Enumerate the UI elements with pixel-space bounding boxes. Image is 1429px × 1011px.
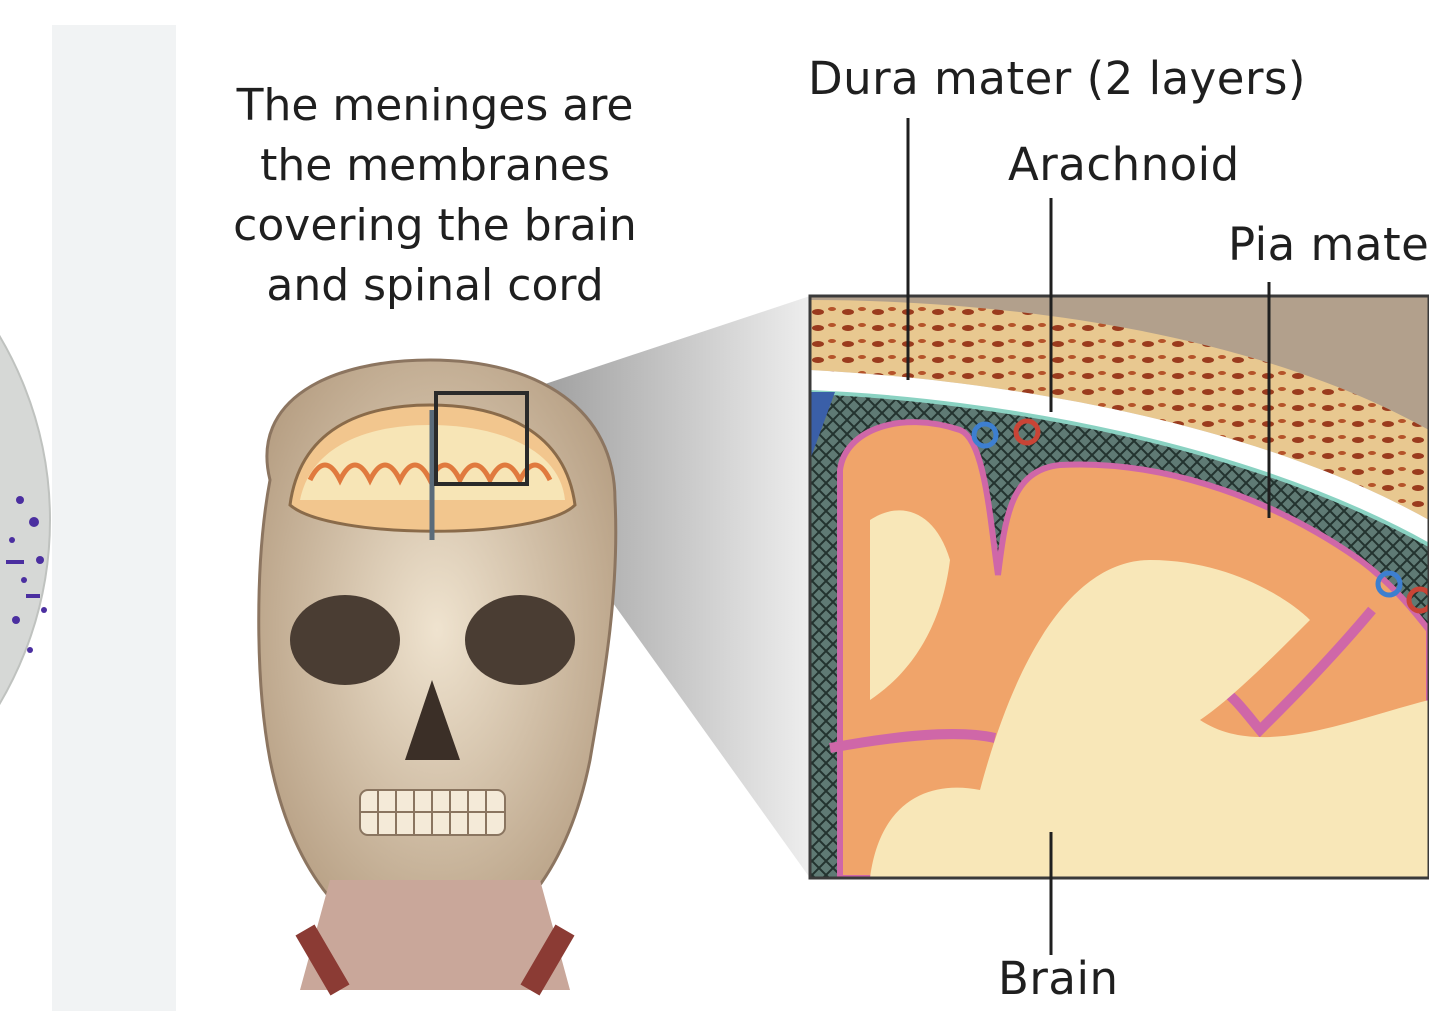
brain-label: Brain [998,952,1118,1005]
intro-line-2: the membranes [205,136,665,196]
intro-line-1: The meninges are [205,76,665,136]
skull-illustration [259,360,616,990]
cross-section-illustration [810,296,1429,878]
intro-caption: The meninges are the membranes covering … [205,76,665,316]
intro-line-4: and spinal cord [205,256,665,316]
dura-mater-label: Dura mater (2 layers) [808,52,1306,105]
arachnoid-label: Arachnoid [1008,138,1240,191]
pia-mater-label: Pia mate [1228,218,1429,271]
intro-line-3: covering the brain [205,196,665,256]
